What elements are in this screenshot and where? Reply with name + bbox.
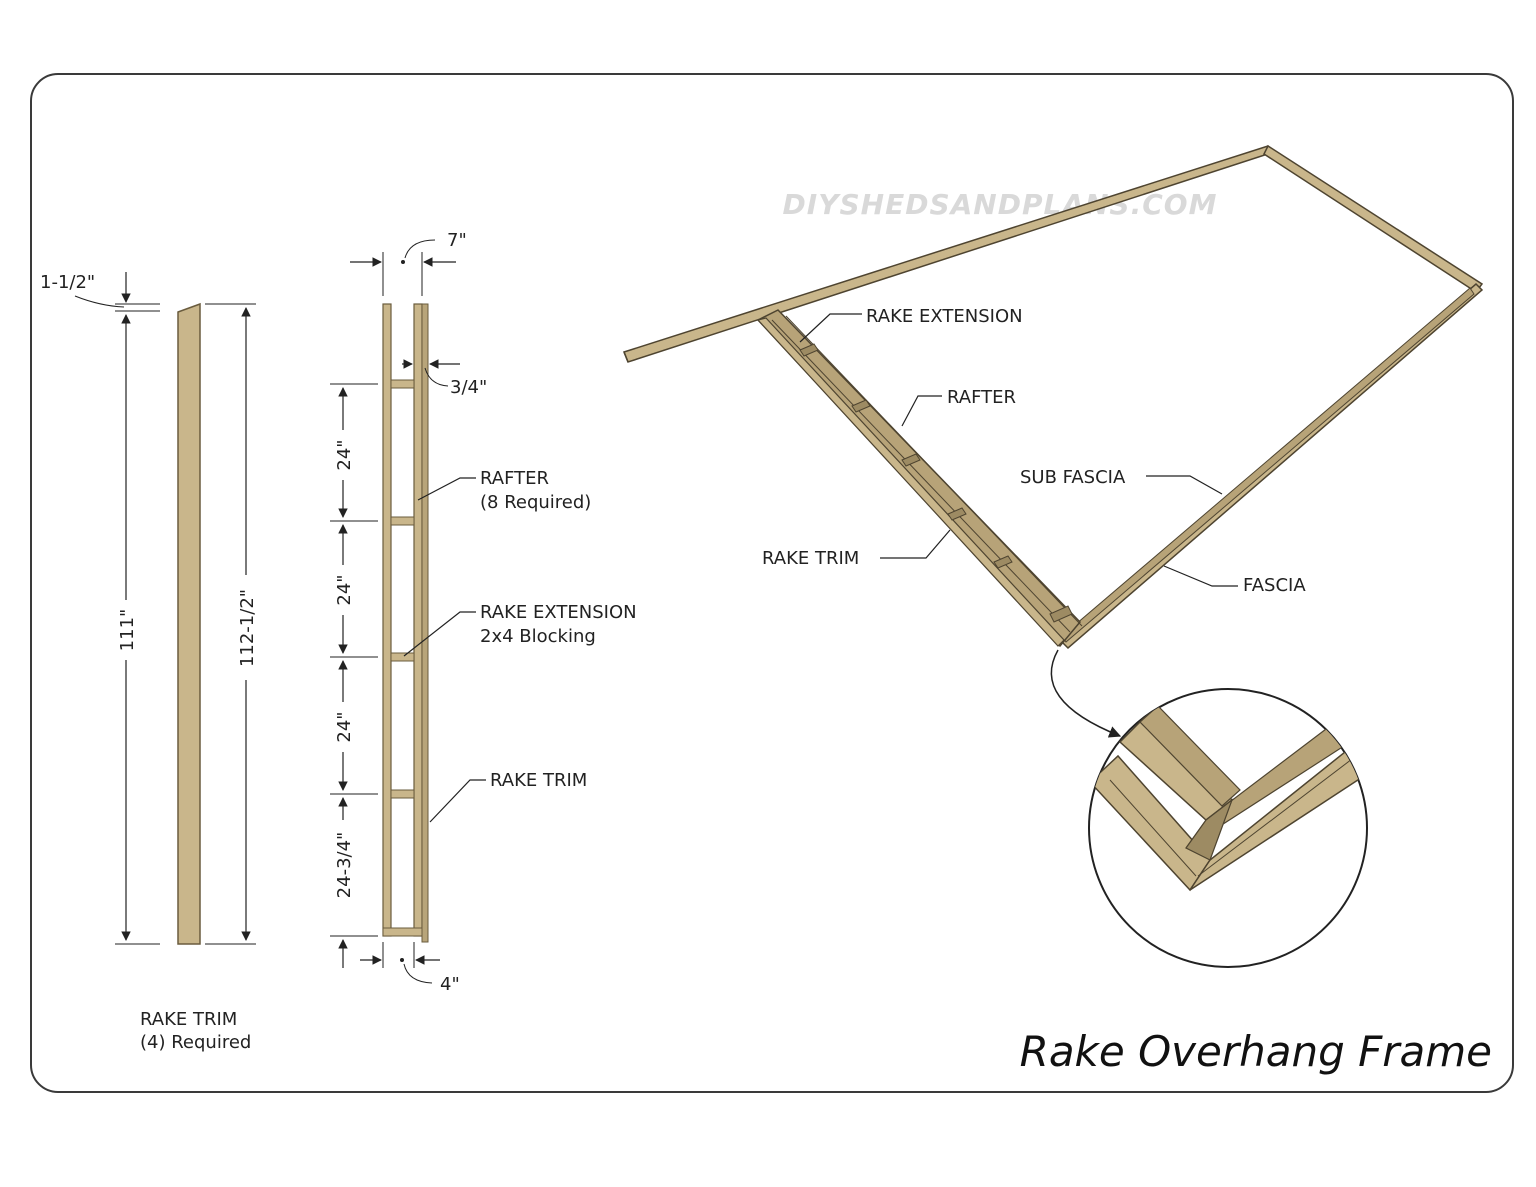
- far-rake: [1263, 144, 1484, 294]
- sub-fascia: [1061, 287, 1475, 643]
- dim-spacing-4: 24-3/4": [334, 832, 355, 899]
- dim-111: 111": [117, 609, 138, 652]
- callout-blocking: 2x4 Blocking: [480, 626, 596, 647]
- dim-7: 7": [447, 230, 467, 251]
- dim-112-1-2: 112-1/2": [237, 589, 258, 667]
- rake-trim-label: RAKE TRIM: [140, 1009, 237, 1030]
- blocking: [390, 516, 415, 526]
- rake-trim-qty: (4) Required: [140, 1032, 251, 1053]
- blocking: [390, 652, 415, 662]
- dim-spacing-1: 24": [334, 439, 355, 470]
- watermark: DIYSHEDSANDPLANS.COM: [783, 188, 1218, 221]
- iso-callout-rafter: RAFTER: [947, 387, 1016, 408]
- blocking: [390, 789, 415, 799]
- rake-trim-board: [177, 302, 201, 945]
- rafter-right: [413, 303, 423, 937]
- iso-callout-fascia: FASCIA: [1243, 575, 1306, 596]
- iso-callout-sub-fascia: SUB FASCIA: [1020, 467, 1126, 488]
- callout-rake-trim: RAKE TRIM: [490, 770, 587, 791]
- rake-trim-piece: 111" 1-1/2" 112-1/2" RAKE TRIM (4) Requi…: [40, 272, 258, 1053]
- dim-spacing-2: 24": [334, 574, 355, 605]
- dim-spacing-3: 24": [334, 711, 355, 742]
- callout-rafter: RAFTER: [480, 468, 549, 489]
- rake-trim-strip: [421, 303, 429, 943]
- callout-rafter-qty: (8 Required): [480, 492, 591, 513]
- iso-callout-rake-extension: RAKE EXTENSION: [866, 306, 1023, 327]
- rake-trim-iso: [756, 317, 1065, 647]
- rafter-elevation: 7" 3/4" 24" 24" 24" 24-3/4" 4": [330, 230, 637, 995]
- page-title: Rake Overhang Frame: [1020, 1027, 1492, 1076]
- blocking: [390, 379, 415, 389]
- rafter-left: [382, 303, 392, 937]
- iso-callout-rake-trim: RAKE TRIM: [762, 548, 859, 569]
- detail-leader: [1050, 649, 1122, 738]
- dim-4: 4": [440, 974, 460, 995]
- dim-1-1-2: 1-1/2": [40, 272, 95, 293]
- callout-rake-extension: RAKE EXTENSION: [480, 602, 637, 623]
- iso-frame: RAKE EXTENSION RAFTER SUB FASCIA RAKE TR…: [623, 144, 1484, 738]
- dim-3-4: 3/4": [450, 377, 487, 398]
- drawing-border: [30, 73, 1514, 1093]
- ridge-rake: [623, 145, 1276, 363]
- corner-detail: [1088, 688, 1368, 968]
- blocking: [382, 927, 423, 937]
